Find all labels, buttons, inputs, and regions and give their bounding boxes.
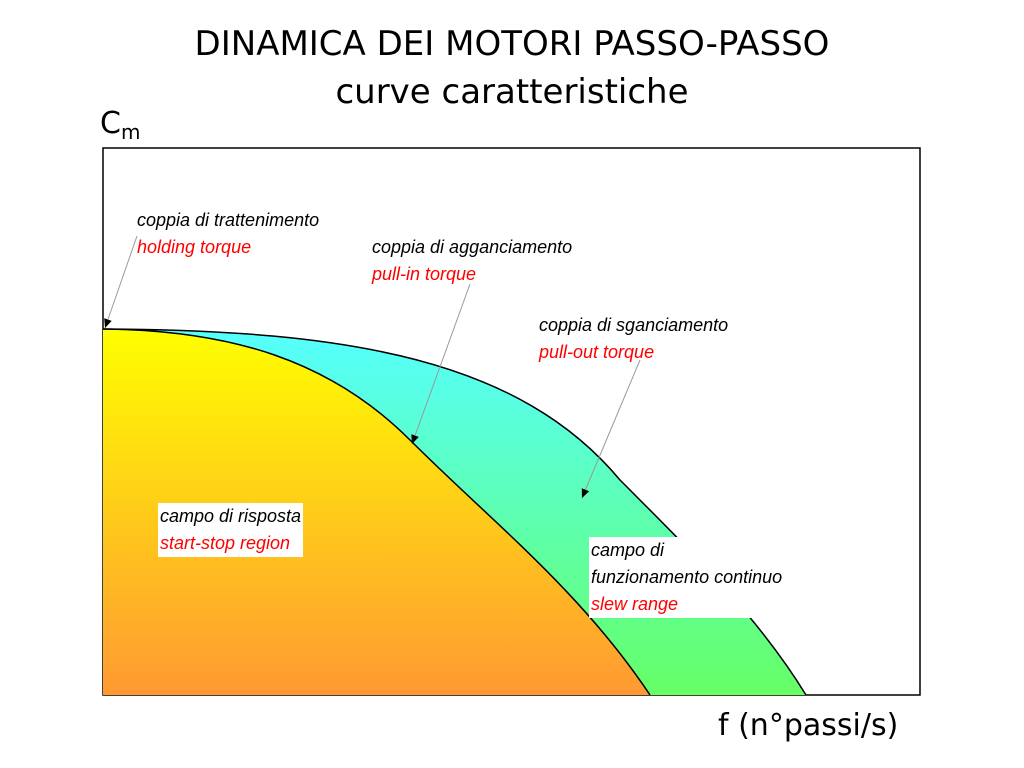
pull-in-torque-label-en: pull-in torque <box>372 264 477 284</box>
y-axis-label-main: C <box>100 106 121 141</box>
pull-out-torque-label-en: pull-out torque <box>539 342 655 362</box>
y-axis-label-subscript: m <box>120 120 141 144</box>
pull-in-torque-arrow <box>411 283 471 445</box>
slew-range-label: campo di funzionamento continuo slew ran… <box>589 537 785 618</box>
holding-torque-label-it: coppia di trattenimento <box>137 210 320 230</box>
pull-in-torque-label: coppia di agganciamento pull-in torque <box>372 234 572 288</box>
start-stop-region <box>103 329 650 695</box>
x-axis-label: f (n°passi/s) <box>718 708 899 743</box>
y-axis-label: Cm <box>100 106 140 144</box>
title-line-1: DINAMICA DEI MOTORI PASSO-PASSO <box>194 24 830 64</box>
holding-torque-label: coppia di trattenimento holding torque <box>137 207 319 261</box>
start-stop-region-label-it: campo di risposta <box>160 506 302 526</box>
pull-out-torque-label-it: coppia di sganciamento <box>539 315 729 335</box>
pull-out-torque-label: coppia di sganciamento pull-out torque <box>539 312 728 366</box>
holding-torque-arrow <box>104 235 138 329</box>
pull-in-torque-label-it: coppia di agganciamento <box>372 237 573 257</box>
title-line-2: curve caratteristiche <box>335 72 689 112</box>
slew-range-label-it-2: funzionamento continuo <box>591 567 783 587</box>
holding-torque-label-en: holding torque <box>137 237 252 257</box>
start-stop-region-label-en: start-stop region <box>160 533 291 553</box>
slew-range-label-en: slew range <box>591 594 679 614</box>
pull-out-torque-arrow <box>581 359 641 499</box>
slew-range-label-it-1: campo di <box>591 540 665 560</box>
start-stop-region-label: campo di risposta start-stop region <box>158 503 304 557</box>
pull-in-torque-curve <box>102 328 651 696</box>
